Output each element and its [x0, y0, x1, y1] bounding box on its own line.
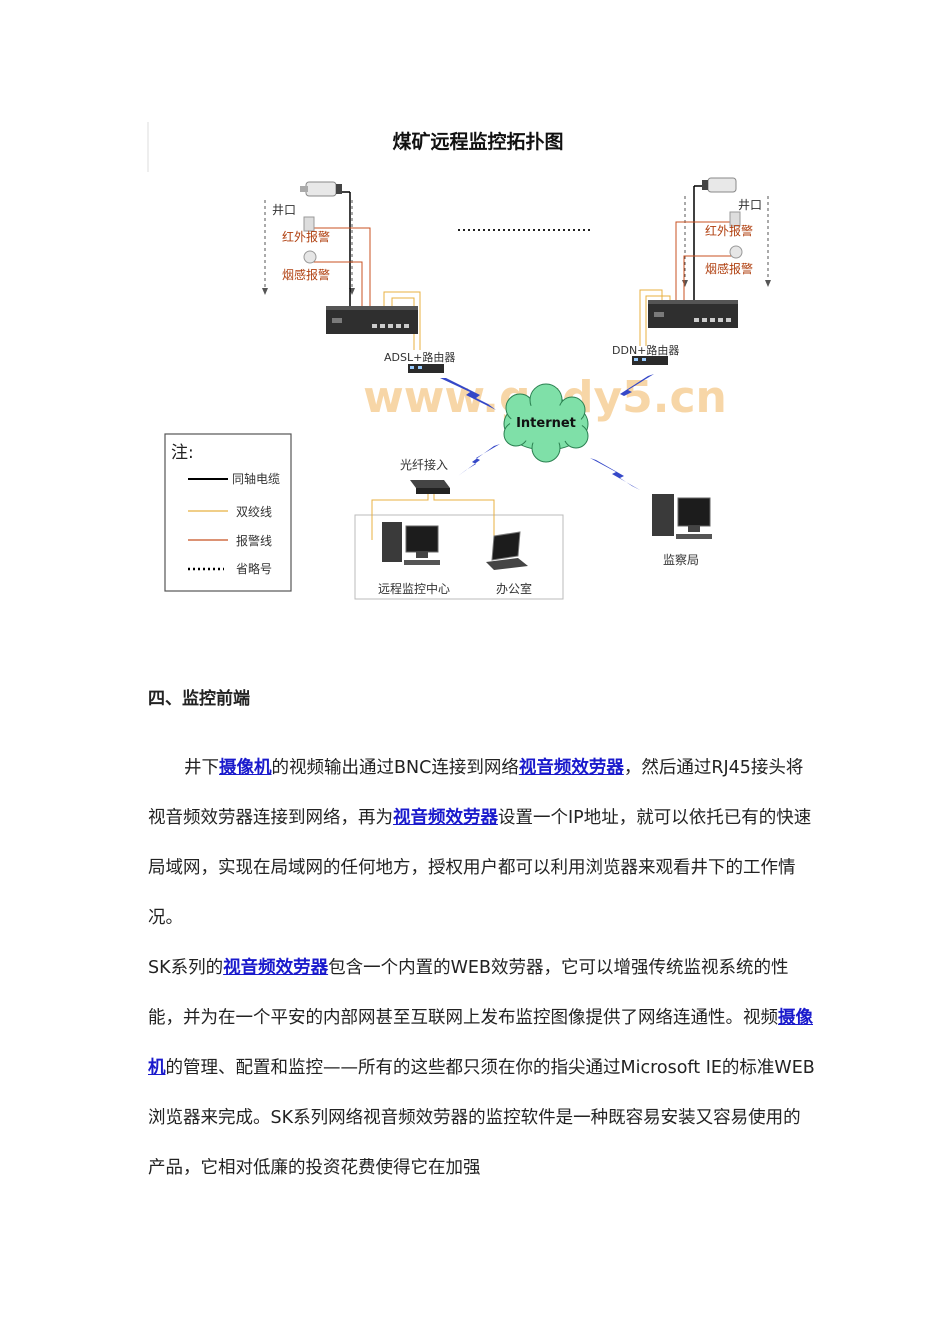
- legend-coax-label: 同轴电缆: [232, 471, 280, 486]
- left-infrared-label: 红外报警: [282, 229, 330, 244]
- ddn-router-label: DDN+路由器: [612, 343, 679, 357]
- legend-twisted-pair-label: 双绞线: [236, 504, 272, 519]
- desktop-computer-icon: [382, 522, 440, 565]
- av-server-link[interactable]: 视音频效劳器: [518, 758, 624, 778]
- lightning-link-icon: [440, 374, 654, 490]
- paragraph-intro: 井下摄像机的视频输出通过BNC连接到网络视音频效劳器，然后通过RJ45接头将视音…: [148, 743, 818, 943]
- router-icon: [632, 356, 668, 365]
- camera-link[interactable]: 摄像机: [148, 1008, 813, 1078]
- av-server-link[interactable]: 视音频效劳器: [223, 958, 329, 978]
- legend-alarm-line-label: 报警线: [236, 533, 272, 548]
- av-server-link[interactable]: 视音频效劳器: [393, 808, 498, 828]
- legend: 注: 同轴电缆 双绞线 报警线 省略号: [164, 433, 292, 592]
- diagram-title: 煤矿远程监控拓扑图: [392, 130, 563, 153]
- camera-icon: [702, 177, 737, 193]
- camera-icon: [300, 181, 342, 197]
- right-infrared-label: 红外报警: [705, 223, 753, 238]
- right-site: 井口 红外报警 烟感报警 DDN+路由器: [612, 177, 771, 365]
- office-label: 办公室: [496, 581, 532, 596]
- fiber-access-label: 光纤接入: [400, 457, 448, 472]
- right-smoke-label: 烟感报警: [705, 261, 753, 276]
- legend-ellipsis-label: 省略号: [236, 561, 272, 576]
- text-run: 包含一个内置的WEB效劳器，它可以增强传统监视系统的性能，并为在一个平安的内部网…: [148, 958, 789, 1028]
- router-icon: [408, 364, 444, 373]
- desktop-computer-icon: [652, 494, 712, 539]
- internet-cloud-icon: [503, 383, 589, 463]
- left-wellhead-label: 井口: [272, 203, 296, 217]
- topology-diagram: www.ggdy5.cn 煤矿远程监控拓扑图 井口 红外报警 烟感报警: [147, 122, 771, 600]
- remote-center-label: 远程监控中心: [378, 581, 450, 596]
- left-site: 井口 红外报警 烟感报警 ADSL+路由器: [262, 181, 455, 373]
- infrared-sensor-icon: [729, 211, 741, 227]
- text-run: 设置一个IP地址，就可以依托已有的快速局域网，实现在局域网的任何地方，授权用户都…: [148, 808, 812, 928]
- video-server-icon: [648, 300, 738, 328]
- infrared-sensor-icon: [303, 216, 315, 232]
- lan-box: [354, 514, 564, 600]
- text-run: 的视频输出通过BNC连接到网络: [271, 758, 519, 778]
- smoke-detector-icon: [729, 245, 743, 259]
- text-run: SK系列的: [148, 958, 224, 978]
- switch-icon: [410, 480, 450, 494]
- laptop-icon: [486, 531, 528, 570]
- legend-title: 注:: [171, 443, 194, 463]
- paragraph-sk-series: SK系列的视音频效劳器包含一个内置的WEB效劳器，它可以增强传统监视系统的性能，…: [148, 943, 818, 1193]
- text-run: ，然后通过RJ45接头将视音频效劳器连接到网络，再为: [148, 758, 804, 828]
- adsl-router-label: ADSL+路由器: [384, 350, 455, 364]
- camera-link[interactable]: 摄像机: [219, 758, 272, 778]
- left-smoke-label: 烟感报警: [282, 267, 330, 282]
- right-wellhead-label: 井口: [738, 198, 762, 212]
- smoke-detector-icon: [303, 250, 317, 264]
- text-run: 的管理、配置和监控——所有的这些都只须在你的指尖通过Microsoft IE的标…: [148, 1058, 815, 1178]
- video-server-icon: [326, 306, 418, 334]
- section-heading: 四、监控前端: [148, 689, 250, 709]
- supervision-bureau-label: 监察局: [663, 553, 699, 567]
- text-run: 井下: [184, 758, 219, 778]
- internet-label: Internet: [516, 416, 576, 431]
